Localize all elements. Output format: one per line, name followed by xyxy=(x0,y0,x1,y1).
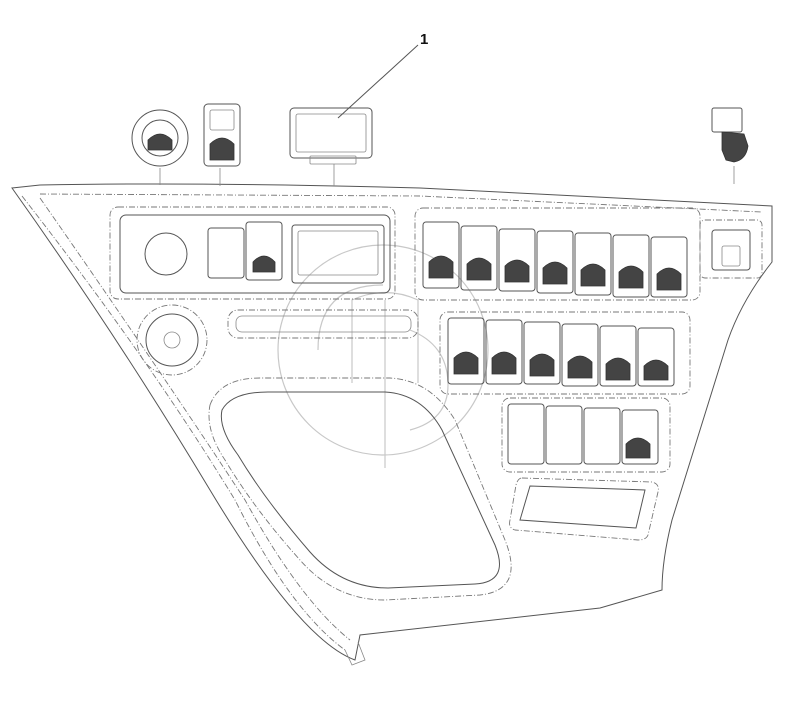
rocker-switch-pair xyxy=(207,221,283,281)
switch-bank-row-3 xyxy=(501,397,671,473)
lower-round-knob xyxy=(136,304,208,376)
small-switch-part xyxy=(711,107,749,184)
callout-1: 1 xyxy=(337,31,428,119)
knob-part xyxy=(131,109,189,185)
watermark-logo xyxy=(277,244,489,468)
round-knob-socket xyxy=(144,232,188,276)
slot xyxy=(227,309,419,339)
dash-panel-body xyxy=(11,183,773,666)
center-opening xyxy=(208,377,512,601)
callout-number: 1 xyxy=(420,31,428,48)
switch-bank-row-2 xyxy=(439,311,691,395)
bottom-tray xyxy=(509,477,659,541)
upper-left-recess xyxy=(109,206,396,300)
right-switch-socket xyxy=(699,219,763,279)
display-socket xyxy=(291,224,385,284)
switch-bank-row-1 xyxy=(414,207,701,301)
rocker-switch-part xyxy=(203,103,241,186)
display-unit xyxy=(289,107,373,186)
